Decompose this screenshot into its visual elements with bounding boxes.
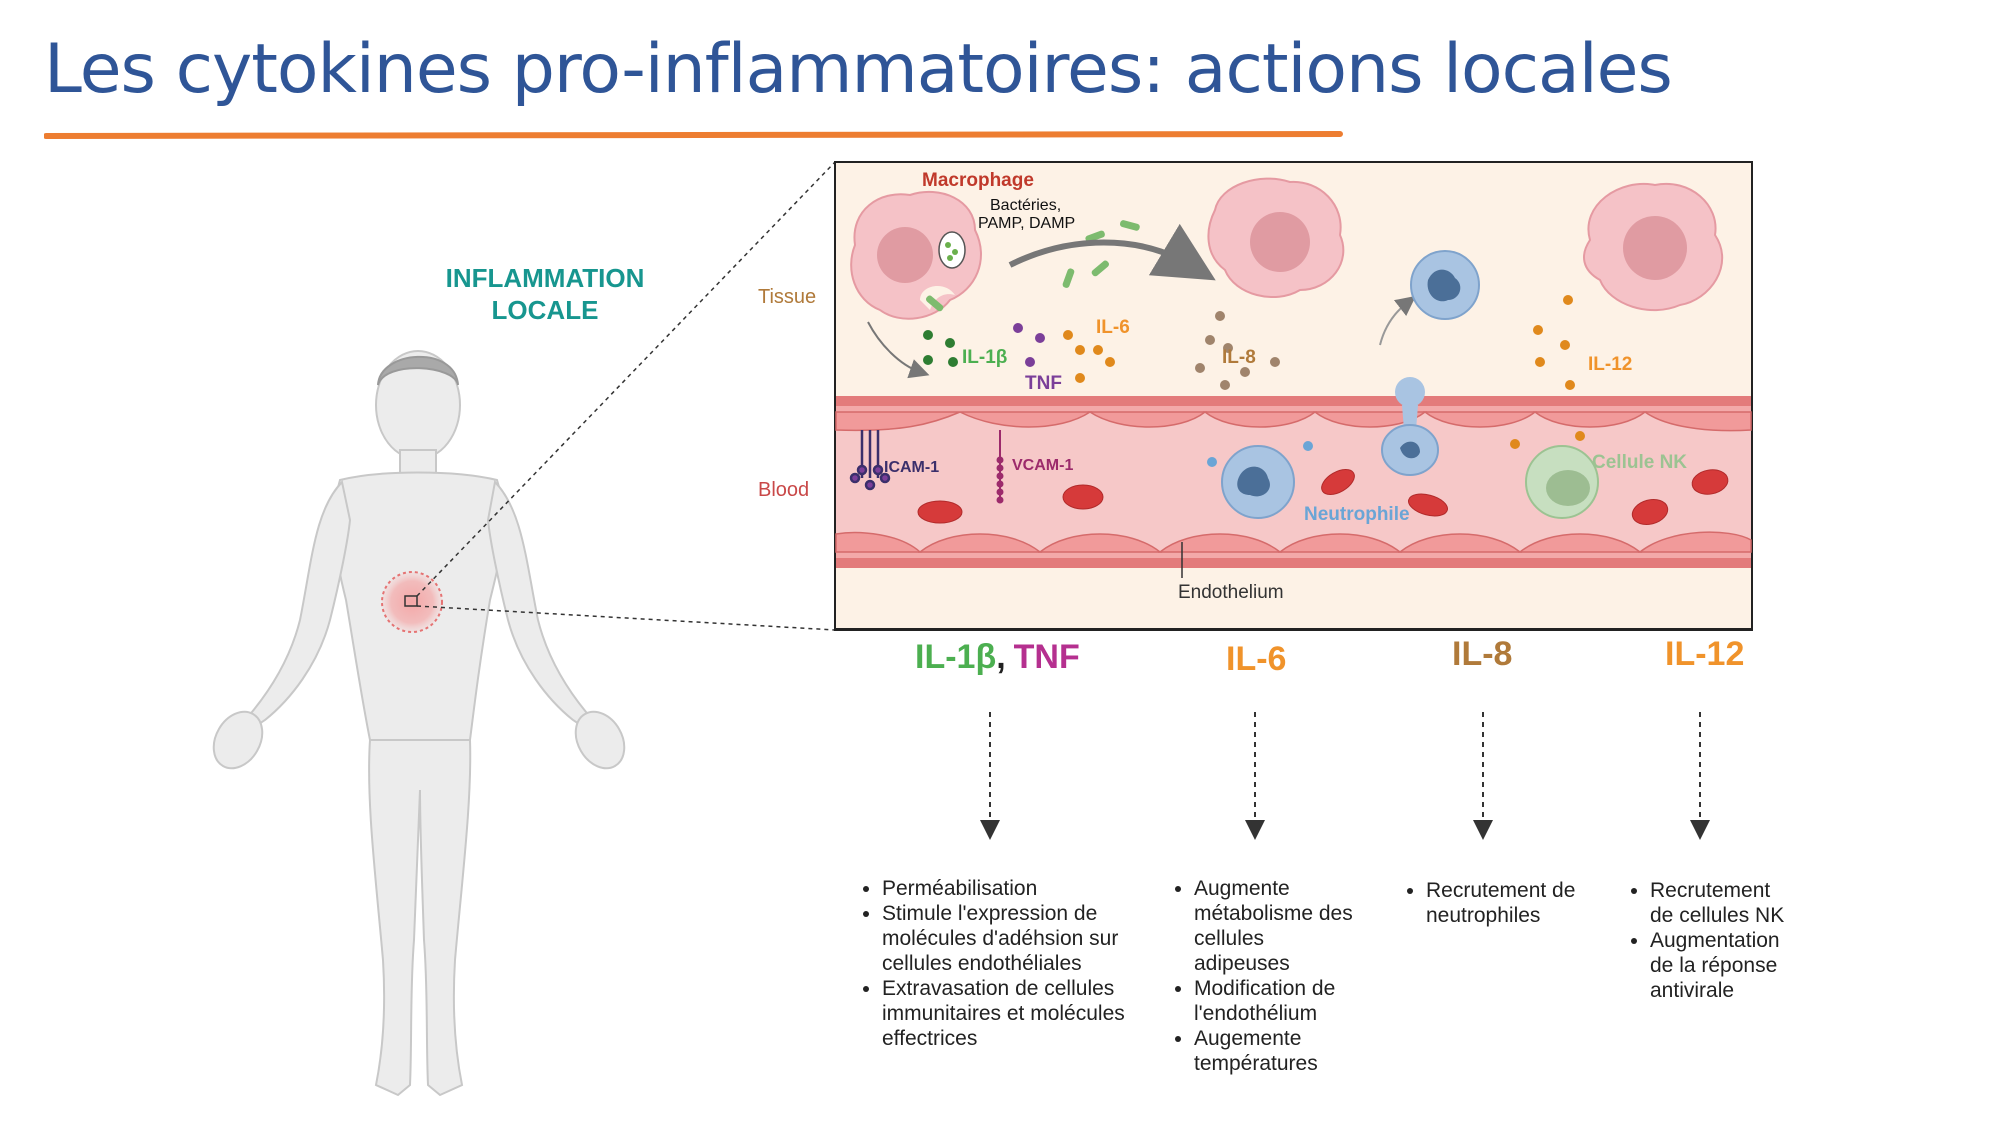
zoom-box xyxy=(404,595,418,607)
cytokine-heading-il1b-tnf: IL-1β,TNF xyxy=(915,638,1080,676)
red-blood-cells xyxy=(917,469,1729,525)
effects-il6: Augmente métabolisme des cellules adipeu… xyxy=(1168,876,1358,1076)
vcam-receptor xyxy=(996,430,1004,504)
nk-cell xyxy=(1525,445,1599,519)
diagram-tnf-label: TNF xyxy=(1025,373,1062,394)
effect-item: Modification de l'endothélium xyxy=(1194,976,1358,1026)
diagram-il12-label: IL-12 xyxy=(1588,354,1632,375)
zoom-line-top xyxy=(416,161,836,597)
effect-item: Augmentation de la réponse antivirale xyxy=(1650,928,1794,1003)
vcam-label: VCAM-1 xyxy=(1012,457,1073,474)
nk-cell-label: Cellule NK xyxy=(1592,452,1687,473)
endothelium-label: Endothelium xyxy=(1178,582,1284,603)
macrophage-cell-1 xyxy=(850,190,982,320)
title-underline xyxy=(44,131,1343,139)
il1b-dots xyxy=(923,330,958,367)
inflammation-spot xyxy=(381,571,443,633)
bacteria xyxy=(925,220,1140,312)
neutrophil-blood xyxy=(1207,441,1313,519)
inflammation-line-2: LOCALE xyxy=(491,295,599,325)
endothelial-cells-top xyxy=(835,411,1752,432)
phagocytosis-arrow xyxy=(1008,223,1216,281)
human-body-figure xyxy=(212,350,626,1097)
blood-label: Blood xyxy=(758,479,809,501)
diagram-il8-label: IL-8 xyxy=(1222,347,1256,368)
icam-label: ICAM-1 xyxy=(884,459,939,476)
cytokine-tnf: TNF xyxy=(1014,638,1080,676)
endothelial-cells-bottom xyxy=(835,531,1752,553)
effect-item: Perméabilisation xyxy=(882,876,1146,901)
zoom-line-bottom xyxy=(416,605,836,631)
macrophage-cell-3 xyxy=(1583,182,1724,312)
il6-dots xyxy=(1063,330,1115,383)
diagram-il1b-label: IL-1β xyxy=(962,347,1007,368)
neutrophil-tissue xyxy=(1410,250,1480,320)
effects-il8: Recrutement de neutrophiles xyxy=(1400,878,1600,928)
macrophage-cell-2 xyxy=(1207,177,1345,299)
icam-receptors xyxy=(849,430,891,491)
effect-item: Stimule l'expression de molécules d'adéh… xyxy=(882,901,1146,976)
effect-item: Recrutement de cellules NK xyxy=(1650,878,1794,928)
pathogens-label-2: PAMP, DAMP xyxy=(978,215,1075,232)
effect-item: Augmente métabolisme des cellules adipeu… xyxy=(1194,876,1358,976)
diagram-il6-label: IL-6 xyxy=(1096,317,1130,338)
slide-title: Les cytokines pro-inflammatoires: action… xyxy=(44,30,1673,109)
cytokine-il1b: IL-1β xyxy=(915,638,996,676)
effects-il1b-tnf: Perméabilisation Stimule l'expression de… xyxy=(856,876,1146,1051)
secretion-arrow xyxy=(867,321,930,379)
effect-item: Augemente températures xyxy=(1194,1026,1358,1076)
effect-item: Extravasation de cellules immunitaires e… xyxy=(882,976,1146,1051)
pathogens-label-1: Bactéries, xyxy=(990,197,1061,214)
cytokine-comma: , xyxy=(996,638,1005,676)
neutrophile-label: Neutrophile xyxy=(1304,504,1410,525)
effects-il12: Recrutement de cellules NK Augmentation … xyxy=(1624,878,1794,1003)
il8-dots xyxy=(1195,311,1280,390)
cytokine-il8: IL-8 xyxy=(1452,635,1512,673)
cytokine-il12: IL-12 xyxy=(1665,635,1744,673)
cytokine-il6: IL-6 xyxy=(1226,640,1286,678)
recruitment-arrow xyxy=(1379,295,1416,346)
inflammation-locale-label: INFLAMMATION LOCALE xyxy=(400,262,690,326)
il12-dots xyxy=(1510,295,1585,449)
effect-item: Recrutement de neutrophiles xyxy=(1426,878,1600,928)
neutrophil-migrating xyxy=(1381,377,1439,476)
macrophage-label: Macrophage xyxy=(922,170,1034,191)
tissue-label: Tissue xyxy=(758,286,816,308)
inflammation-line-1: INFLAMMATION xyxy=(445,263,645,293)
tnf-dots xyxy=(1013,323,1045,367)
